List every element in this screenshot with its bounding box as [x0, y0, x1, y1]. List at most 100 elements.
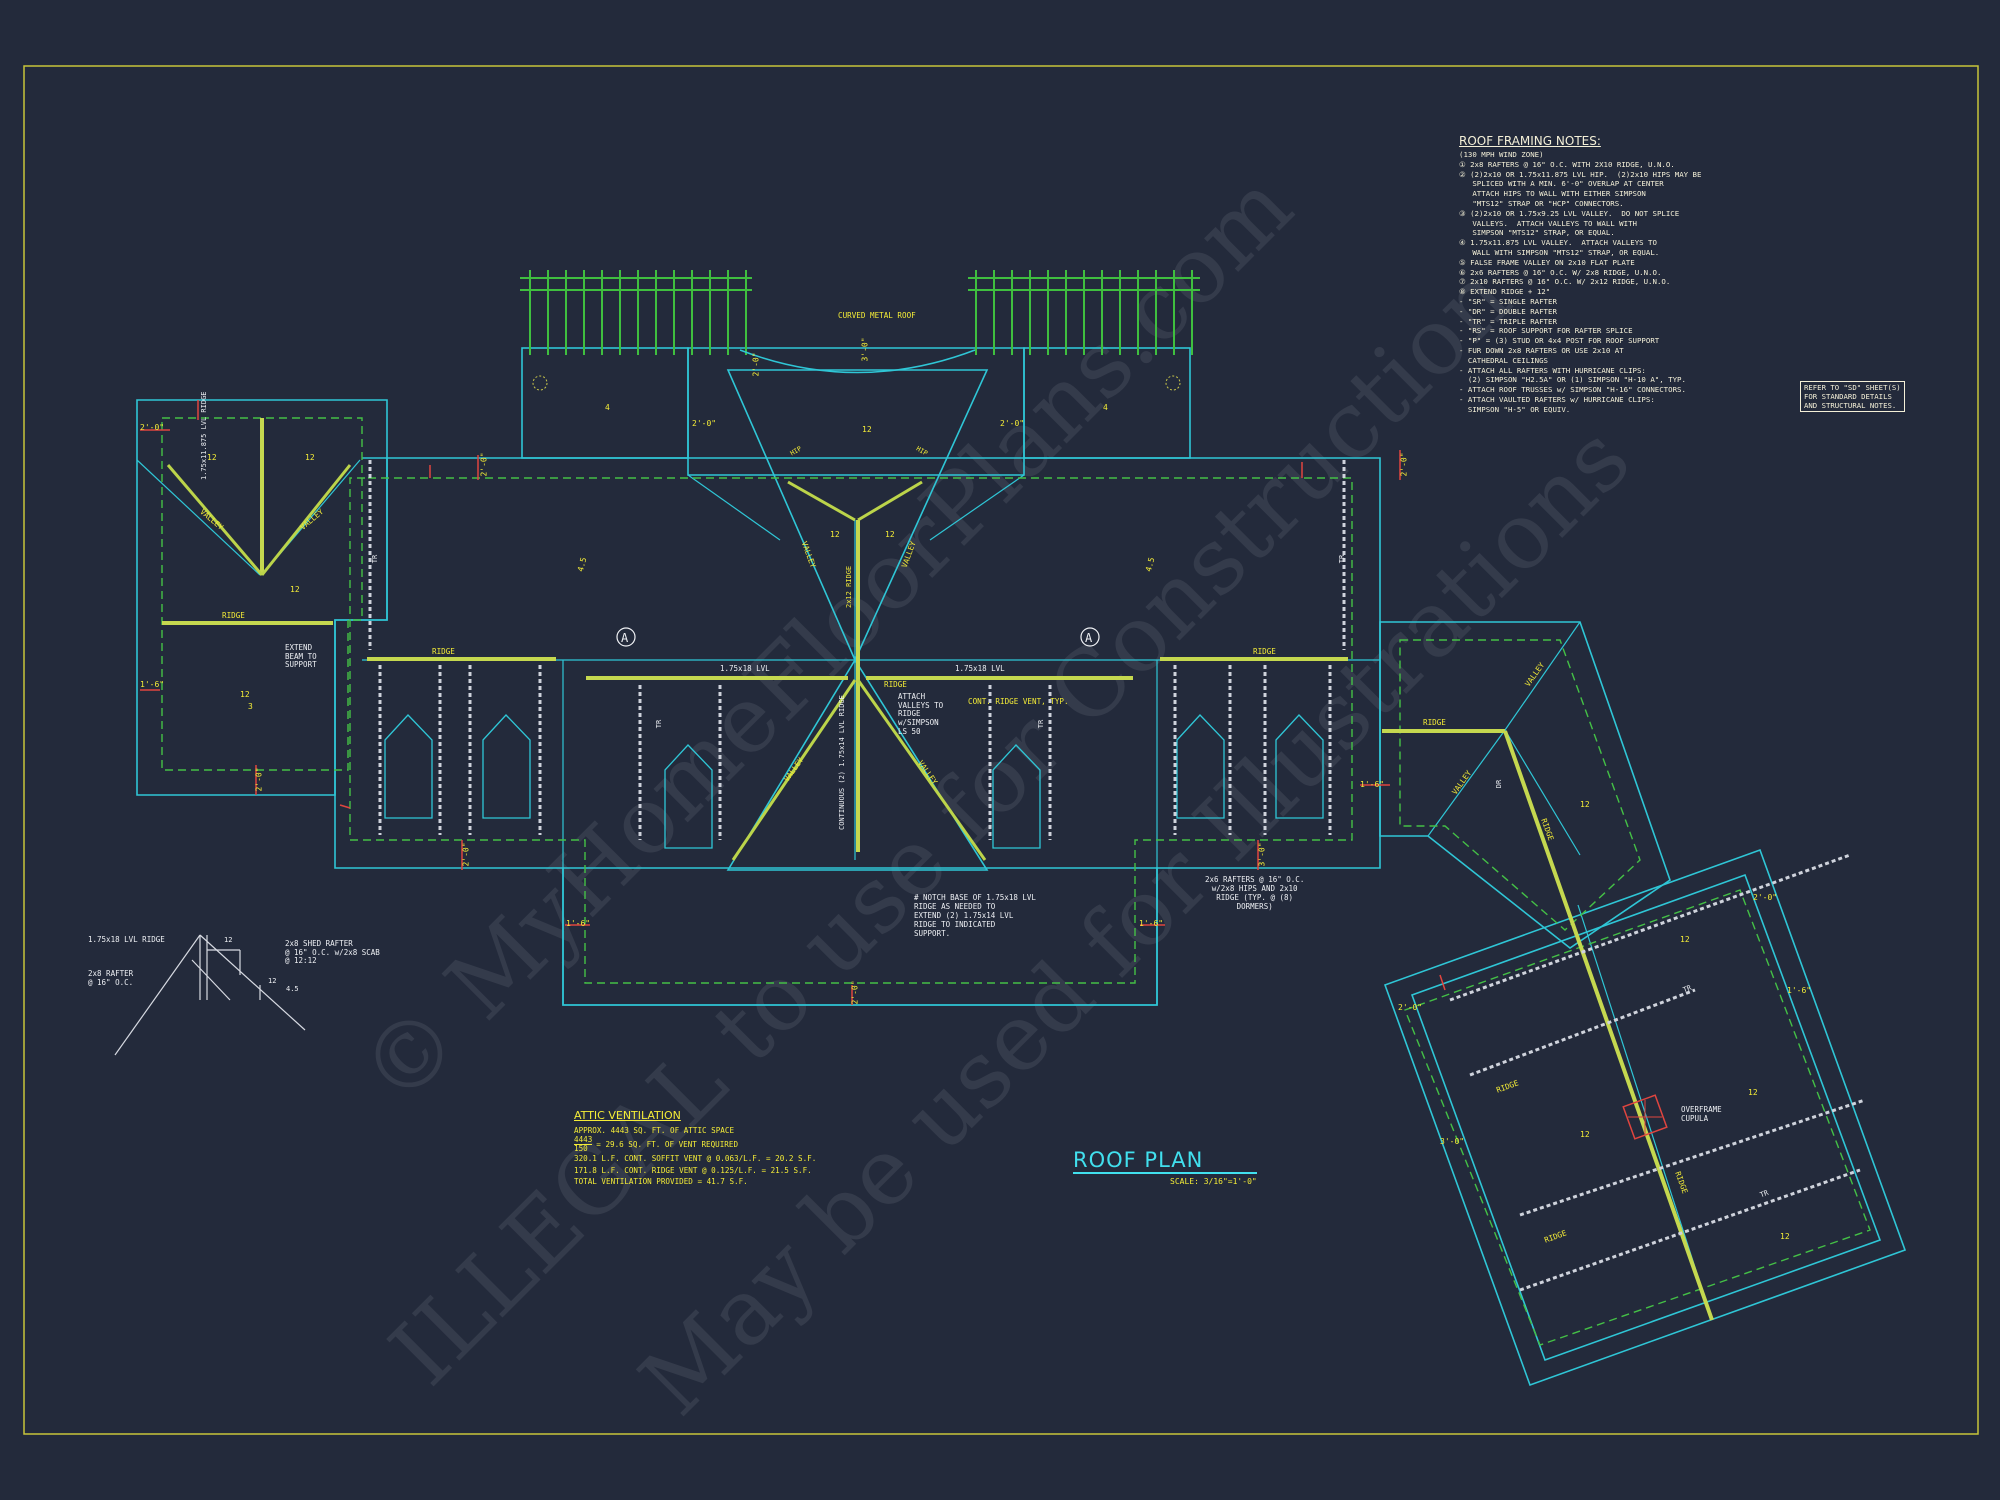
dimension: 2'-0" [140, 423, 165, 432]
vertical-continuous-ridge: CONTINUOUS (2) 1.75x14 LVL RIDGE [838, 695, 846, 830]
lvl-label: 1.75x18 LVL [955, 664, 1005, 673]
dimension: 1'-6" [1360, 780, 1385, 789]
framing-note-line: - ATTACH ALL RAFTERS WITH HURRICANE CLIP… [1459, 365, 1646, 375]
tr-label: TR [655, 719, 664, 729]
attic-line: = 29.6 SQ. FT. OF VENT REQUIRED [596, 1139, 739, 1149]
dimension: 3'-0" [1257, 842, 1267, 867]
dimension: 2'-0" [1753, 893, 1778, 902]
framing-note-line: (2) SIMPSON "H2.5A" OR (1) SIMPSON "H-10… [1459, 375, 1686, 385]
dimension: 2'-0" [692, 419, 717, 428]
detail-text: @ 16" O.C. [88, 977, 134, 987]
vertical-lvl-ridge: 1.75x11.875 LVL RIDGE [200, 391, 208, 480]
framing-note-line: "MTS12" STRAP OR "HCP" CONNECTORS. [1459, 198, 1624, 208]
rafter-doubles [368, 460, 1866, 1292]
framing-note-line: (130 MPH WIND ZONE) [1459, 150, 1544, 159]
framing-note-line: ② (2)2x10 OR 1.75x11.875 LVL HIP. (2)2x1… [1459, 169, 1702, 179]
framing-note-line: SIMPSON "H-5" OR EQUIV. [1459, 404, 1571, 414]
attic-denominator: 150 [574, 1144, 588, 1153]
framing-note-line: - "DR" = DOUBLE RAFTER [1459, 306, 1557, 316]
pitch-label: 12 [830, 530, 840, 539]
framing-notes-list: (130 MPH WIND ZONE)① 2x8 RAFTERS @ 16" O… [1459, 150, 1759, 415]
tr-label: TR [1037, 719, 1046, 729]
pitch-label: 12 [885, 530, 895, 539]
refer-line: REFER TO "SD" SHEET(S) [1804, 383, 1901, 392]
callout-text: ATTACH [898, 692, 926, 701]
framing-note-line: ATTACH HIPS TO WALL WITH EITHER SIMPSON [1459, 189, 1646, 199]
dimension: 2'-0" [1000, 419, 1025, 428]
framing-note-line: - "SR" = SINGLE RAFTER [1459, 296, 1557, 306]
framing-note-line: ⑧ EXTEND RIDGE + 12" [1459, 287, 1551, 297]
framing-note-line: ⑥ 2x6 RAFTERS @ 16" O.C. W/ 2x8 RIDGE, U… [1459, 267, 1662, 277]
vertical-ridge-2x12: 2x12 RIDGE [845, 565, 853, 608]
framing-note-line: SIMPSON "MTS12" STRAP, OR EQUAL. [1459, 228, 1615, 238]
lvl-label: 1.75x18 LVL [720, 664, 770, 673]
refer-box: REFER TO "SD" SHEET(S) FOR STANDARD DETA… [1800, 381, 1905, 412]
ridge-label: RIDGE [432, 647, 455, 656]
callout-text: EXTEND [285, 643, 313, 652]
dimension: 2'-0" [254, 767, 264, 792]
attic-numerator: 4443 [574, 1135, 593, 1145]
refer-line: AND STRUCTURAL NOTES. [1804, 401, 1897, 410]
pitch-label: 12 [240, 690, 250, 699]
framing-note-line: ④ 1.75x11.875 LVL VALLEY. ATTACH VALLEYS… [1459, 238, 1657, 248]
curved-roof-arc [739, 349, 976, 374]
callout-text: RIDGE (TYP. @ (8) [1216, 893, 1294, 902]
callout-text: RIDGE AS NEEDED TO [914, 902, 996, 911]
detail-text: @ 16" O.C. w/2x8 SCAB [285, 947, 380, 957]
detail-text: 2x8 RAFTER [88, 969, 134, 978]
watermark-line-2: ILLEGAL to use for Construction [370, 244, 1531, 1405]
framing-note-line: - "RS" = ROOF SUPPORT FOR RAFTER SPLICE [1459, 326, 1633, 336]
pitch-label: 4 [605, 403, 610, 412]
sheet-border [23, 65, 1979, 1435]
attic-line: TOTAL VENTILATION PROVIDED = 41.7 S.F. [574, 1177, 748, 1186]
dimension: 2'-0" [751, 352, 761, 377]
framing-note-line: ⑤ FALSE FRAME VALLEY ON 2x10 FLAT PLATE [1459, 257, 1635, 267]
detail-pitch: 4.5 [286, 985, 299, 993]
framing-note-line: - "P" = (3) STUD OR 4x4 POST FOR ROOF SU… [1459, 336, 1660, 346]
callout-text: EXTEND (2) 1.75x14 LVL [914, 911, 1014, 920]
dimension: 1'-6" [566, 919, 591, 928]
ridge-vent-callout: CONT. RIDGE VENT, TYP. [968, 697, 1069, 706]
framing-notes-heading: ROOF FRAMING NOTES: [1459, 134, 1601, 148]
framing-note-line: ③ (2)2x10 OR 1.75x9.25 LVL VALLEY. DO NO… [1459, 208, 1680, 218]
callout-text: DORMERS) [1236, 902, 1273, 911]
dimension: 2'-0" [1399, 452, 1409, 477]
dimension: 3'-0" [860, 337, 870, 362]
detail-lvl-ridge-label: 1.75x18 LVL RIDGE [88, 935, 165, 944]
attic-line: 171.8 L.F. CONT. RIDGE VENT @ 0.125/L.F.… [574, 1165, 812, 1175]
detail-text: @ 12:12 [285, 956, 317, 965]
callout-text: BEAM TO [285, 651, 317, 661]
detail-text: 2x8 SHED RAFTER [285, 939, 353, 948]
callout-text: RIDGE TO INDICATED [914, 920, 996, 929]
framing-note-line: ⑦ 2x10 RAFTERS @ 16" O.C. W/ 2x12 RIDGE,… [1459, 277, 1671, 287]
pitch-label: 3 [248, 702, 253, 711]
pitch-label: 12 [207, 453, 217, 462]
column-marker [532, 375, 548, 391]
section-marker-left: A [616, 627, 636, 647]
refer-line: FOR STANDARD DETAILS [1804, 392, 1892, 401]
pitch-label: 12 [1580, 1130, 1590, 1139]
dr-label: DR [1495, 779, 1504, 789]
callout-text: w/2x8 HIPS AND 2x10 [1211, 884, 1298, 893]
notch-base-callout: # NOTCH BASE OF 1.75x18 LVL RIDGE AS NEE… [914, 893, 1036, 938]
framing-note-line: - FUR DOWN 2x8 RAFTERS OR USE 2x10 AT [1459, 345, 1624, 355]
attic-fraction: 4443 150 = 29.6 SQ. FT. OF VENT REQUIRED [574, 1136, 816, 1153]
dimension-ticks [140, 400, 1446, 1005]
callout-text: RIDGE [898, 709, 921, 719]
attic-heading: ATTIC VENTILATION [574, 1109, 681, 1122]
attic-ventilation: ATTIC VENTILATION APPROX. 4443 SQ. FT. O… [574, 1110, 816, 1188]
dimension: 2'-0" [461, 842, 471, 867]
pitch-label: 12 [305, 453, 315, 462]
tr-label: TR [371, 554, 380, 564]
dimension: 1'-6" [1787, 986, 1812, 995]
framing-note-line: ① 2x8 RAFTERS @ 16" O.C. WITH 2X10 RIDGE… [1459, 159, 1675, 169]
pitch-label: 12 [1680, 935, 1690, 944]
callout-text: SUPPORT [285, 660, 317, 669]
framing-note-line: SPLICED WITH A MIN. 6'-0" OVERLAP AT CEN… [1459, 179, 1664, 189]
dimension: 1'-6" [140, 680, 165, 689]
framing-note-line: - "TR" = TRIPLE RAFTER [1459, 316, 1557, 326]
attach-valleys-callout: ATTACH VALLEYS TO RIDGE w/SIMPSON LS 50 [898, 692, 943, 737]
framing-note-line: - ATTACH VAULTED RAFTERS w/ HURRICANE CL… [1459, 394, 1655, 404]
pitch-label: 12 [862, 425, 872, 434]
wall-lines [161, 417, 1871, 1346]
